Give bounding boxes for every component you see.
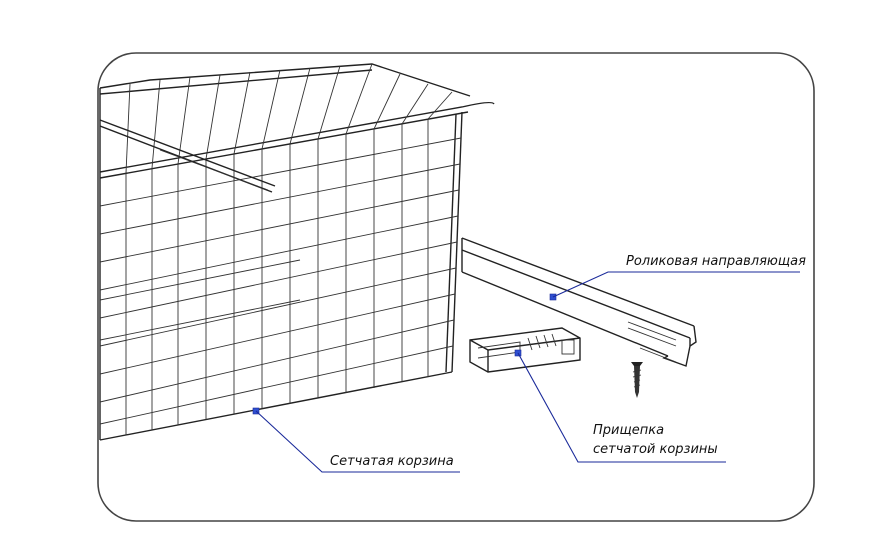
basket-clip [469,327,581,373]
rail-label: Роликовая направляющая [626,254,806,269]
rail-callout: Роликовая направляющая [549,254,806,301]
roller-rail [461,237,697,367]
clip-label-line2: сетчатой корзины [593,442,718,457]
basket-label: Сетчатая корзина [330,454,454,469]
basket-leader-line [255,410,460,473]
clip-label-line1: Прищепка [593,423,664,438]
clip-leader-line [517,352,726,463]
clip-callout: Прищепка сетчатой корзины [514,349,726,463]
mesh-basket [99,63,495,441]
diagram-frame [97,52,815,522]
basket-callout: Сетчатая корзина [252,407,460,473]
basket-marker [252,407,260,415]
rail-leader-line [552,271,800,298]
screw-icon [631,362,643,398]
